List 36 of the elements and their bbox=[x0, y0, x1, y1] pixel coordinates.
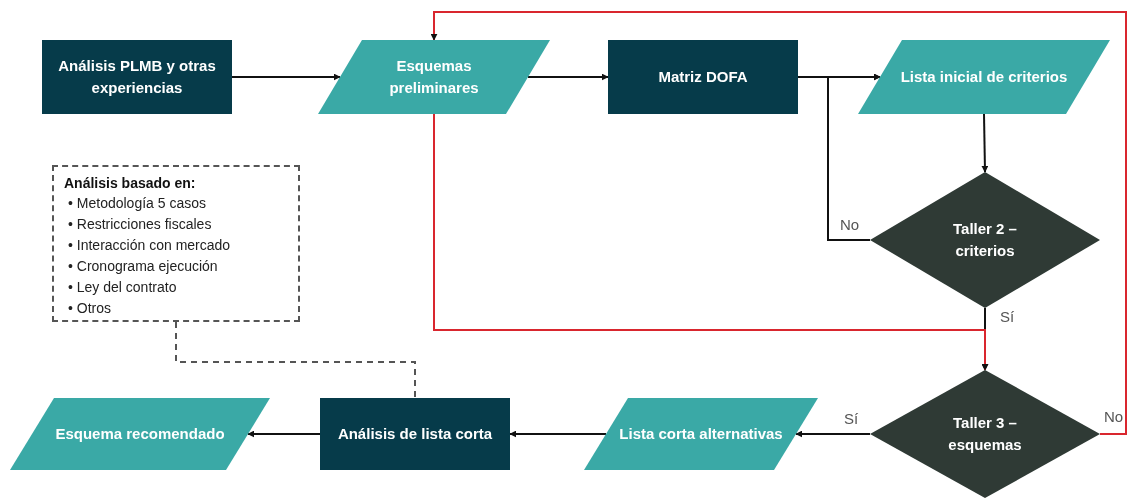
decision-diamond bbox=[870, 370, 1100, 498]
note-heading: Análisis basado en: bbox=[64, 174, 197, 193]
arrow bbox=[509, 430, 607, 438]
bullet-item: • Otros bbox=[68, 299, 113, 318]
node-label: Matriz DOFA bbox=[658, 67, 748, 88]
dashed-connector bbox=[175, 321, 416, 399]
node-label: Análisis PLMB y otras experiencias bbox=[57, 56, 217, 98]
process-box bbox=[320, 398, 510, 470]
decision-diamond bbox=[870, 172, 1100, 308]
process-box bbox=[42, 40, 232, 114]
node-label: Taller 3 – esquemas bbox=[947, 413, 1023, 455]
arrow bbox=[527, 73, 609, 81]
arrow bbox=[433, 113, 989, 371]
data-parallelogram bbox=[10, 398, 270, 470]
data-parallelogram bbox=[858, 40, 1110, 114]
note-box bbox=[52, 165, 300, 322]
arrow bbox=[247, 430, 321, 438]
arrow bbox=[827, 73, 881, 241]
node-label: Lista corta alternativas bbox=[619, 424, 783, 445]
arrow bbox=[981, 113, 989, 173]
arrow bbox=[430, 11, 1127, 435]
node-label: Esquemas preliminares bbox=[388, 56, 480, 98]
arrow bbox=[231, 73, 341, 81]
bullet-item: • Restricciones fiscales bbox=[68, 215, 213, 234]
arrow bbox=[795, 430, 871, 438]
bullet-item: • Metodología 5 casos bbox=[68, 194, 207, 213]
bullet-item: • Interacción con mercado bbox=[68, 236, 232, 255]
process-box bbox=[608, 40, 798, 114]
bullet-item: • Cronograma ejecución bbox=[68, 257, 219, 276]
node-label: Lista inicial de criterios bbox=[900, 67, 1068, 88]
node-label: Taller 2 – criterios bbox=[952, 219, 1018, 261]
data-parallelogram bbox=[318, 40, 550, 114]
bullet-item: • Ley del contrato bbox=[68, 278, 178, 297]
node-label: Análisis de lista corta bbox=[337, 424, 493, 445]
data-parallelogram bbox=[584, 398, 818, 470]
node-label: Esquema recomendado bbox=[55, 424, 225, 445]
